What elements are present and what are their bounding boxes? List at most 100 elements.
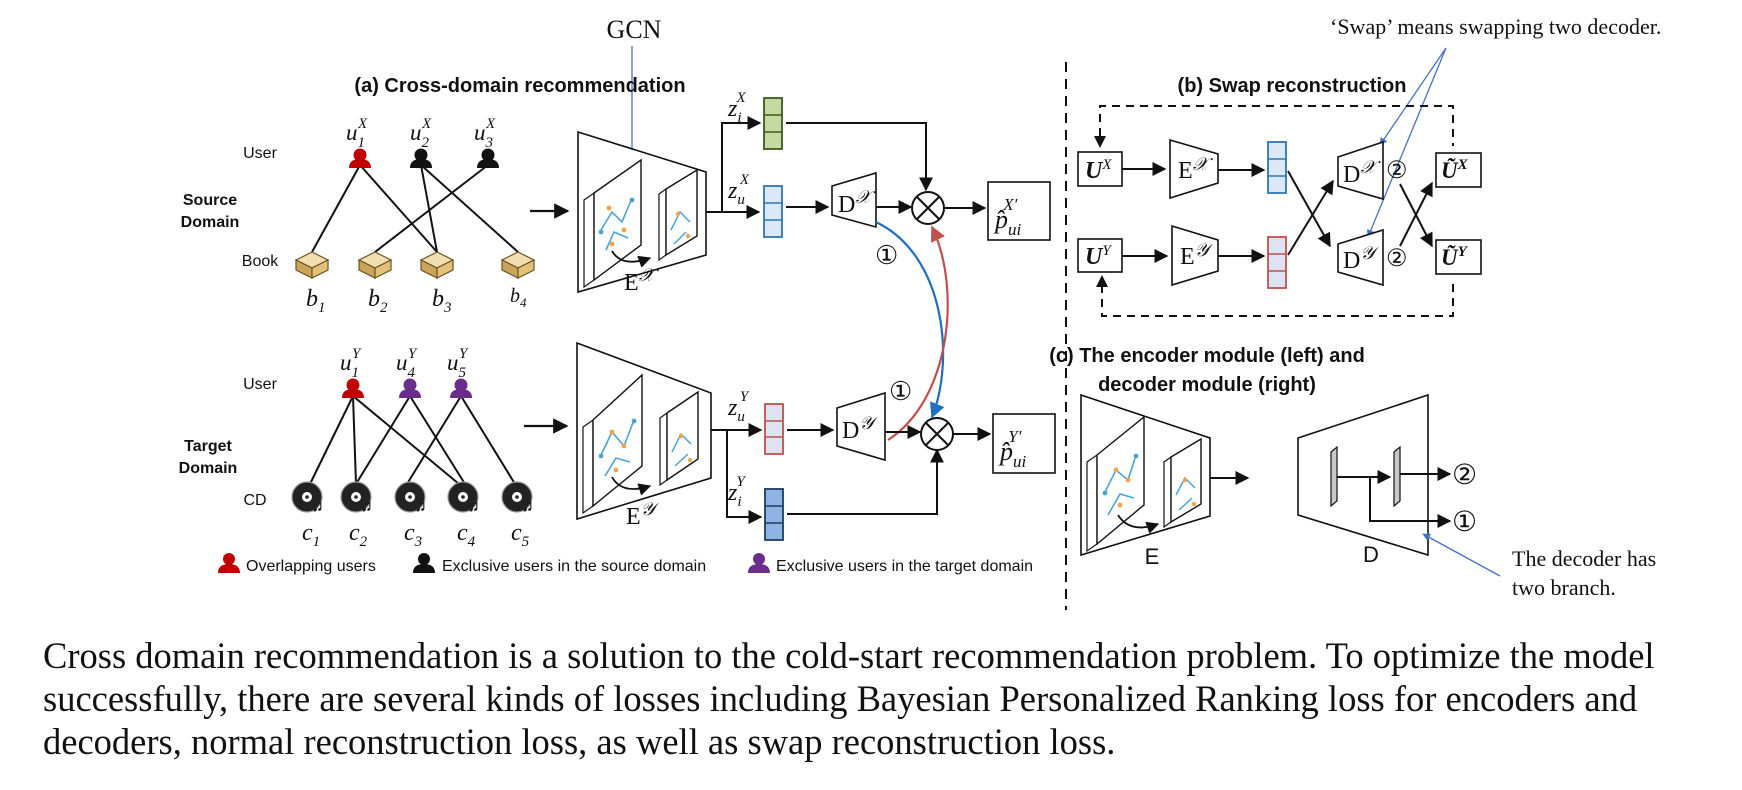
- source-item-emb-label: ziX: [727, 90, 747, 126]
- source-prediction-label: p̂uiX′: [993, 195, 1022, 239]
- target-item-embedding: [764, 488, 784, 541]
- target-item-emb-to-product: [787, 448, 944, 515]
- framework-diagram: GCN ‘Swap’ means swapping two decoder. (…: [179, 14, 1661, 610]
- panel-c-title-line1: (c) The encoder module (left) and: [1049, 345, 1365, 367]
- source-domain-label-line1: Source: [183, 192, 237, 209]
- legend-source-exclusive-label: Exclusive users in the source domain: [442, 558, 706, 575]
- legend-overlapping-label: Overlapping users: [246, 558, 376, 575]
- source-item-emb-to-product: [786, 122, 933, 192]
- swap-pointer-line-2: [1367, 47, 1447, 238]
- source-user-emb-label: zuX: [727, 172, 750, 208]
- book-icon-b4: [500, 251, 536, 279]
- cd-icon-c2: ♫: [340, 481, 373, 515]
- svg-text:♫: ♫: [361, 498, 372, 515]
- svg-text:♫: ♫: [522, 498, 533, 515]
- source-user-u1: [349, 148, 371, 168]
- legend: Overlapping users Exclusive users in the…: [218, 553, 1033, 575]
- target-item-emb-label: ziY: [727, 474, 747, 510]
- target-user-u4: [399, 378, 421, 398]
- panel-b-title: (b) Swap reconstruction: [1178, 75, 1407, 97]
- source-user-u2: [410, 148, 432, 168]
- module-decoder-label: D: [1363, 542, 1379, 567]
- svg-text:♫: ♫: [415, 498, 426, 515]
- source-decoder: [831, 171, 877, 229]
- panel-c-title-line2: decoder module (right): [1098, 374, 1316, 396]
- target-user-u1: [342, 378, 364, 398]
- swap-dy-to-out-x: [1399, 181, 1433, 247]
- cd-label-c1: c1: [302, 520, 320, 550]
- source-user-label-u3: u3X: [474, 116, 496, 151]
- swap-output-ux-label: ŨX: [1441, 157, 1469, 183]
- legend-icon-source-exclusive: [413, 553, 435, 573]
- legend-icon-target-exclusive: [748, 553, 770, 573]
- target-prediction-box: [992, 413, 1056, 474]
- source-item-row-label: Book: [242, 253, 279, 270]
- source-domain-label-line2: Domain: [181, 214, 240, 231]
- gcn-annotation: GCN: [607, 15, 662, 44]
- swap-loop-bottom-arrowhead: [1096, 275, 1108, 287]
- module-decoder-branch-1: ①: [1452, 507, 1477, 538]
- book-label-b3: b3: [432, 286, 452, 316]
- cd-label-c5: c5: [511, 520, 530, 550]
- swap-encoder-x: [1169, 138, 1219, 200]
- book-icon-b2: [357, 251, 393, 279]
- swap-output-uy-label: ŨY: [1441, 244, 1469, 270]
- swap-decoder-x: [1337, 140, 1384, 201]
- book-label-b2: b2: [368, 286, 388, 316]
- cd-icon-c1: ♫: [291, 481, 324, 515]
- target-user-u5: [450, 378, 472, 398]
- target-branch-mark-1: ①: [889, 377, 912, 406]
- legend-target-exclusive-label: Exclusive users in the target domain: [776, 558, 1033, 575]
- swap-loop-top-arrowhead: [1094, 136, 1106, 148]
- swap-loop-bottom: [1101, 279, 1454, 317]
- swap-decoder-y: [1337, 228, 1384, 287]
- swap-zy-to-dx: [1287, 179, 1334, 256]
- source-branch-mark-1: ①: [875, 241, 898, 270]
- swap-branch-mark-2-bottom: ②: [1386, 246, 1408, 272]
- target-domain-label-line1: Target: [184, 438, 232, 455]
- swap-input-ux-label: UX: [1085, 157, 1112, 184]
- panel-a-title: (a) Cross-domain recommendation: [354, 75, 685, 97]
- swap-branch-mark-2-top: ②: [1386, 158, 1408, 184]
- cd-label-c4: c4: [457, 520, 476, 550]
- target-decoder: [836, 391, 886, 462]
- target-encoder-to-item-emb: [711, 429, 763, 524]
- target-decoder-to-source-product-arrow: [887, 225, 949, 441]
- swap-zx-to-dy: [1287, 170, 1331, 248]
- source-user-embedding: [763, 185, 783, 238]
- target-user-embedding: [764, 403, 784, 455]
- cd-icon-c5: ♫: [501, 481, 534, 515]
- decoder-note-line2: two branch.: [1512, 575, 1616, 600]
- source-product-op: [911, 191, 945, 225]
- target-encoder: [576, 341, 712, 521]
- book-icon-b3: [419, 251, 455, 279]
- swap-annotation: ‘Swap’ means swapping two decoder.: [1330, 14, 1661, 39]
- source-prediction-box: [987, 181, 1051, 241]
- swap-loop-top: [1099, 105, 1454, 146]
- cd-icon-c4: ♫: [447, 481, 480, 515]
- figure-caption: Cross domain recommendation is a solutio…: [43, 635, 1655, 762]
- swap-encoder-y: [1171, 224, 1219, 287]
- book-label-b4: b4: [510, 285, 527, 310]
- source-decoder-to-target-product-arrow: [875, 221, 945, 419]
- source-user-row-label: User: [243, 145, 277, 162]
- target-user-emb-label: zuY: [727, 389, 750, 425]
- target-product-op: [920, 417, 954, 451]
- source-encoder: [577, 130, 707, 294]
- source-user-u3: [477, 148, 499, 168]
- swap-output-ux-box: [1435, 152, 1482, 188]
- cd-icon-c3: ♫: [394, 481, 427, 515]
- svg-text:♫: ♫: [468, 498, 479, 515]
- swap-pointer-line-1: [1379, 47, 1447, 146]
- source-user-label-u2: u2X: [410, 116, 432, 151]
- swap-output-uy-box: [1435, 239, 1482, 275]
- target-user-label-u5: u5Y: [447, 346, 469, 381]
- target-user-row-label: User: [243, 376, 277, 393]
- target-domain-label-line2: Domain: [179, 460, 238, 477]
- target-user-label-u1: u1Y: [340, 346, 362, 381]
- module-encoder: [1080, 393, 1211, 557]
- module-decoder-branch-2: ②: [1452, 460, 1477, 491]
- target-interaction-edges: [309, 395, 516, 485]
- target-item-row-label: CD: [243, 492, 266, 509]
- source-user-label-u1: u1X: [346, 116, 368, 151]
